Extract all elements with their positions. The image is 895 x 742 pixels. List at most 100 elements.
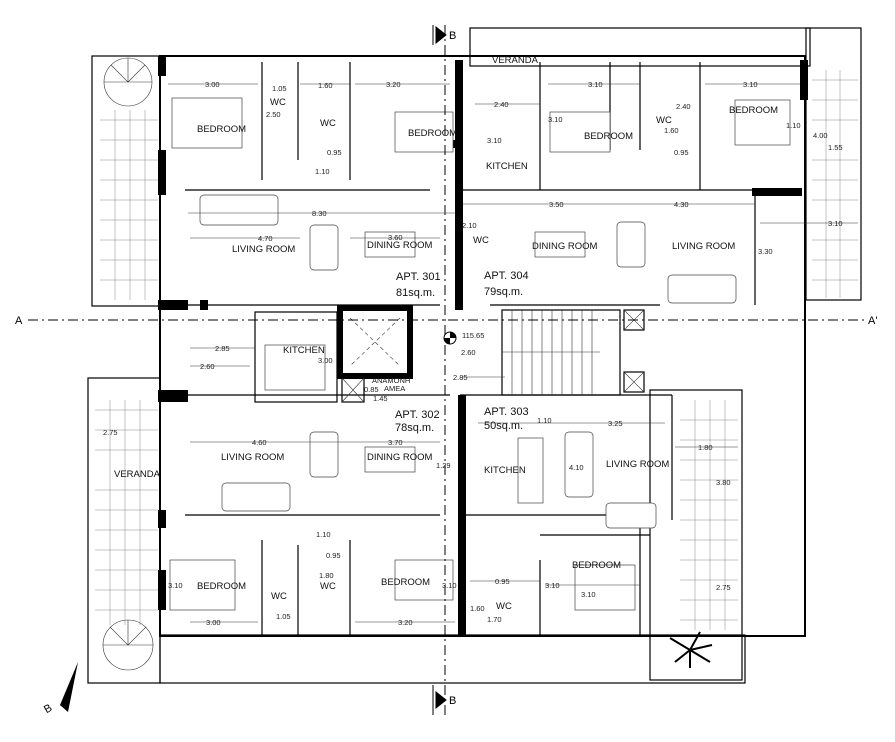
section-lines [28,25,868,715]
staircase [501,309,645,396]
plant-icon [669,631,713,668]
room-label: BEDROOM [729,105,778,116]
dimension: 2.40 [676,102,691,111]
apt-301-area: 81sq.m. [396,287,435,299]
dimension: 1.70 [487,615,502,624]
dimension: 1.10 [537,416,552,425]
apt-303-name: APT. 303 [484,406,529,418]
dimension: 3.50 [549,200,564,209]
dimension: 2.85 [453,373,468,382]
room-label: DINING ROOM [532,241,598,252]
room-label: LIVING ROOM [221,452,284,463]
dimension: 3.60 [388,233,403,242]
dimension: 1.05 [276,612,291,621]
apt-304-name: APT. 304 [484,270,529,282]
dimension: 4.00 [813,131,828,140]
dimension: 0.95 [674,148,689,157]
room-label: BEDROOM [408,128,457,139]
dimension: 1.60 [470,604,485,613]
dimension: 1.10 [786,121,801,130]
dimension: 4.30 [674,200,689,209]
apt-304-area: 79sq.m. [484,286,523,298]
room-label: WC [271,591,287,602]
dimension: 1.45 [373,394,388,403]
section-b-bottom-label: B [449,695,456,707]
room-label: AMEA [384,384,405,393]
dimension: 3.00 [206,618,221,627]
room-label: WC [270,97,286,108]
room-label: BEDROOM [584,131,633,142]
dimension: 3.10 [581,590,596,599]
dimension: 1.29 [436,461,451,470]
room-label: WC [320,118,336,129]
dimension: 3.10 [588,80,603,89]
apt-302-name: APT. 302 [395,409,440,421]
dimension: 3.30 [758,247,773,256]
room-label: LIVING ROOM [606,459,669,470]
room-label: LIVING ROOM [672,241,735,252]
dimension: 2.60 [461,348,476,357]
room-label: DINING ROOM [367,452,433,463]
room-label: VERANDA [114,469,161,480]
room-label: ANAMONH [372,376,410,385]
dimension: 3.10 [548,115,563,124]
dimension: 4.60 [252,438,267,447]
room-labels: BEDROOM WC WC BEDROOM LIVING ROOM DINING… [114,55,778,612]
dimension: 2.85 [215,344,230,353]
apt-301-name: APT. 301 [396,271,441,283]
room-label: BEDROOM [197,581,246,592]
apt-302-area: 78sq.m. [395,422,434,434]
dimension: 3.10 [168,581,183,590]
dimension: 1.05 [272,84,287,93]
room-label: WC [496,601,512,612]
room-label: LIVING ROOM [232,244,295,255]
dimension: 1.55 [828,143,843,152]
dimension: 3.10 [828,219,843,228]
dimension: 3.00 [318,356,333,365]
dimension: 3.20 [398,618,413,627]
dimension: 3.80 [716,478,731,487]
dimension: 1.60 [664,126,679,135]
dimension: 0.95 [495,577,510,586]
section-a-prime-label: A' [868,315,877,327]
dimension: 0.95 [326,551,341,560]
dimension: 3.10 [487,136,502,145]
apt-303-area: 50sq.m. [484,420,523,432]
dimension: 1.60 [318,81,333,90]
section-b-top-label: B [449,30,456,42]
furniture [169,97,791,611]
dimension: 3.00 [205,80,220,89]
dimension: 3.70 [388,438,403,447]
dimension: 1.10 [315,167,330,176]
dimension: 1.80 [698,443,713,452]
dimension: 2.75 [716,583,731,592]
room-label: KITCHEN [486,161,528,172]
dimension: 3.20 [386,80,401,89]
dimension: 3.10 [545,581,560,590]
dimension: 2.50 [266,110,281,119]
section-a-label: A [15,315,23,327]
walls [158,55,808,637]
dimension: 2.75 [103,428,118,437]
room-label: WC [656,115,672,126]
dimension: 0.95 [327,148,342,157]
room-label: KITCHEN [484,465,526,476]
dimension: 2.40 [494,100,509,109]
dimension: 0.85 [364,385,379,394]
dimension: 3.10 [442,581,457,590]
section-b-corner-label: B [42,702,54,716]
dimension: 3.25 [608,419,623,428]
room-label: DINING ROOM [367,240,433,251]
room-label: WC [473,235,489,246]
room-label: KITCHEN [283,345,325,356]
room-label: VERANDA [492,55,539,66]
dimension: 1.10 [316,530,331,539]
dimension: 1.80 [319,571,334,580]
dimension: 8.30 [312,209,327,218]
room-label: WC [320,581,336,592]
dimension: 4.70 [258,234,273,243]
room-label: BEDROOM [197,124,246,135]
room-label: BEDROOM [381,577,430,588]
room-label: BEDROOM [572,560,621,571]
dimension: 3.10 [743,80,758,89]
